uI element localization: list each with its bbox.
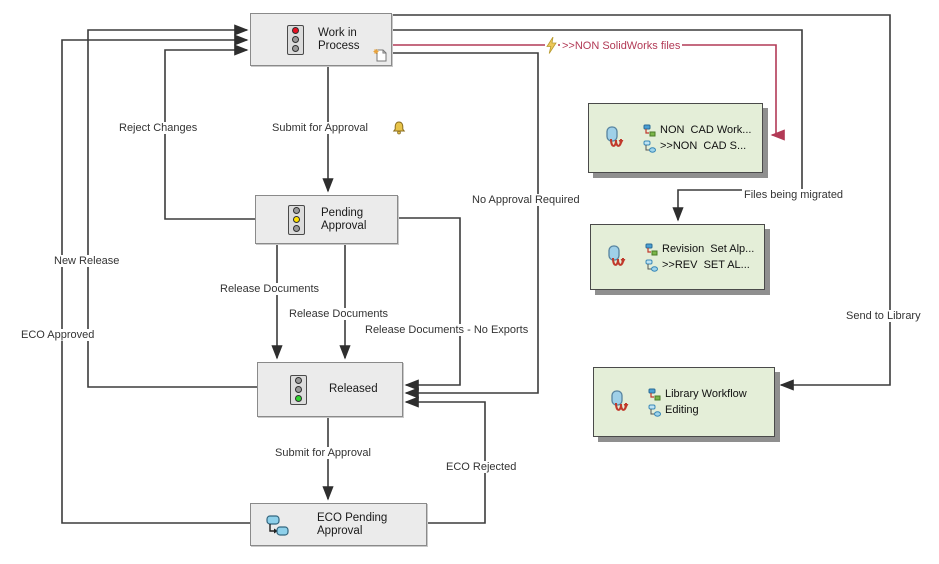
eco-flow-icon <box>266 514 289 536</box>
transition-icon <box>643 140 656 153</box>
line-send-to-library[interactable] <box>392 14 891 391</box>
action-row-label: >>REV SET AL... <box>662 259 750 271</box>
line-no-approval-required[interactable] <box>392 52 539 399</box>
workflow-link-icon <box>608 245 626 266</box>
new-file-icon <box>373 49 387 62</box>
action-box-library[interactable]: Library Workflow Editing <box>593 367 775 437</box>
transition-label-reject-changes[interactable]: Reject Changes <box>117 122 200 134</box>
traffic-light-yellow-icon <box>288 204 305 235</box>
transition-label-new-release[interactable]: New Release <box>52 255 122 267</box>
workflow-link-icon <box>606 126 624 147</box>
traffic-light-red-icon <box>287 24 304 55</box>
action-row-label: Library Workflow <box>665 388 747 400</box>
transition-label-release-documents-2[interactable]: Release Documents <box>287 308 391 320</box>
workflow-link-icon <box>611 390 629 411</box>
lightning-icon <box>545 37 558 54</box>
notification-bell-icon <box>392 121 406 135</box>
transition-label-submit-for-approval-2[interactable]: Submit for Approval <box>273 447 373 459</box>
state-box-pending-approval[interactable]: Pending Approval <box>255 195 398 244</box>
action-row-label: >>NON CAD S... <box>660 140 747 152</box>
transition-icon <box>645 259 658 272</box>
transition-label-send-to-library[interactable]: Send to Library <box>844 310 923 322</box>
line-reject-changes[interactable] <box>164 44 255 220</box>
action-row-label: Editing <box>665 404 699 416</box>
state-label: Released <box>329 383 378 395</box>
state-label: Pending <box>321 206 364 219</box>
state-box-work-in-process[interactable]: Work in Process <box>250 13 392 66</box>
state-label: Approval <box>317 524 363 537</box>
state-label: Work in <box>318 26 357 39</box>
transition-icon <box>648 404 661 417</box>
transition-label-submit-for-approval-1[interactable]: Submit for Approval <box>270 122 370 134</box>
transition-label-eco-rejected[interactable]: ECO Rejected <box>444 461 519 473</box>
transition-label-eco-approved[interactable]: ECO Approved <box>19 329 97 341</box>
state-label: ECO Pending <box>317 511 388 524</box>
action-box-non-cad[interactable]: NON CAD Work... >>NON CAD S... <box>588 103 763 173</box>
state-box-released[interactable]: Released <box>257 362 403 417</box>
transition-label-release-documents-1[interactable]: Release Documents <box>218 283 322 295</box>
traffic-light-green-icon <box>290 374 307 405</box>
state-change-icon <box>648 388 661 400</box>
action-row-label: Revision Set Alp... <box>662 243 755 255</box>
state-box-eco-pending-approval[interactable]: ECO Pending Approval <box>250 503 427 546</box>
line-new-release[interactable] <box>87 24 257 388</box>
action-box-revision[interactable]: Revision Set Alp... >>REV SET AL... <box>590 224 765 290</box>
line-release-documents-no-exports[interactable] <box>398 217 461 391</box>
line-eco-approved[interactable] <box>61 34 250 524</box>
state-label: Approval <box>321 219 367 232</box>
transition-label-files-being-migrated[interactable]: Files being migrated <box>742 189 846 201</box>
state-change-icon <box>643 124 656 136</box>
transition-label-non-solidworks-files[interactable]: >>NON SolidWorks files <box>560 40 683 52</box>
state-change-icon <box>645 243 658 255</box>
transition-label-no-approval-required[interactable]: No Approval Required <box>470 194 582 206</box>
action-row-label: NON CAD Work... <box>660 124 752 136</box>
state-label: Process <box>318 39 360 52</box>
transition-label-release-documents-no-exports[interactable]: Release Documents - No Exports <box>363 324 531 336</box>
